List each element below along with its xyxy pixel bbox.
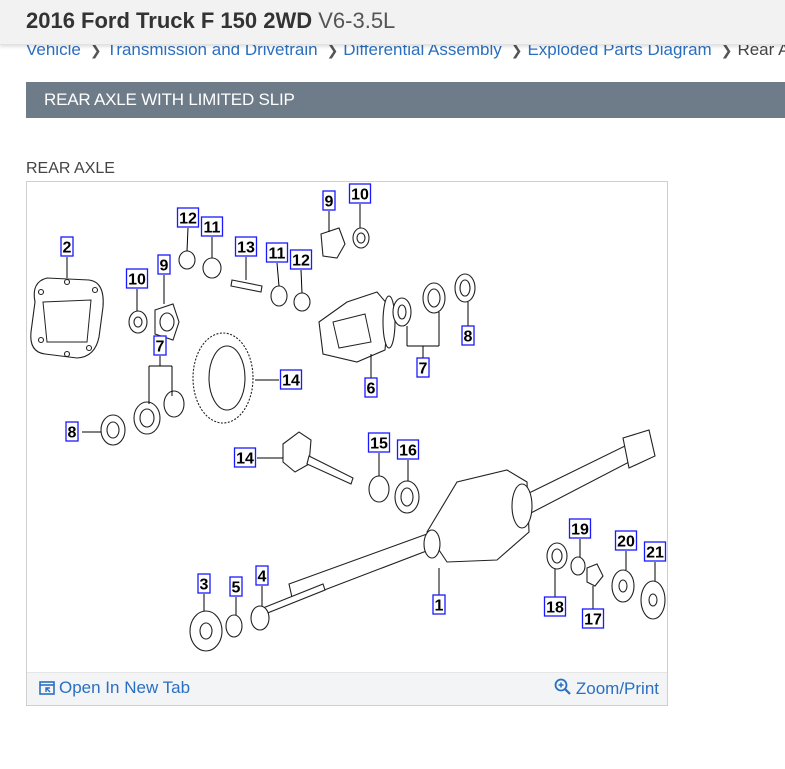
- callout-number: 14: [282, 373, 300, 390]
- part-differential-case: [318, 291, 396, 363]
- callout-number: 4: [258, 569, 267, 586]
- part-bearings-right: [392, 273, 476, 327]
- callout-number: 2: [63, 240, 72, 257]
- part-axle-housing: [288, 429, 656, 603]
- callout-number: 12: [292, 253, 310, 270]
- callout-20[interactable]: 20: [614, 530, 638, 551]
- callout-12[interactable]: 12: [289, 249, 313, 270]
- callout-number: 3: [200, 577, 209, 594]
- callout-5[interactable]: 5: [229, 576, 243, 597]
- callout-8[interactable]: 8: [461, 325, 475, 346]
- zoom-print-button[interactable]: Zoom/Print: [554, 678, 659, 699]
- callout-number: 9: [325, 194, 334, 211]
- callout-number: 10: [351, 187, 369, 204]
- callout-11[interactable]: 11: [200, 216, 224, 237]
- callout-15[interactable]: 15: [367, 432, 391, 453]
- callout-9[interactable]: 9: [322, 190, 336, 211]
- callout-number: 16: [399, 443, 417, 460]
- callout-14[interactable]: 14: [233, 447, 257, 468]
- part-wheel-hub-right: [546, 542, 666, 620]
- callout-number: 6: [367, 381, 376, 398]
- diagram-footer: Open In New Tab Zoom/Print: [27, 672, 667, 705]
- callout-number: 1: [435, 598, 444, 615]
- part-pinion-gear: [282, 431, 420, 514]
- callout-number: 9: [160, 258, 169, 275]
- leader-lines: [66, 204, 656, 615]
- callout-17[interactable]: 17: [581, 608, 605, 629]
- callout-number: 13: [237, 240, 255, 257]
- callout-18[interactable]: 18: [543, 596, 567, 617]
- callout-number: 15: [370, 436, 388, 453]
- open-new-tab-icon: [39, 681, 55, 695]
- callout-16[interactable]: 16: [396, 439, 420, 460]
- callout-14[interactable]: 14: [279, 369, 303, 390]
- chevron-right-icon: ❯: [326, 42, 339, 58]
- callout-number: 5: [232, 580, 241, 597]
- callout-12[interactable]: 12: [176, 207, 200, 228]
- callout-1[interactable]: 1: [432, 594, 446, 615]
- callout-13[interactable]: 13: [234, 236, 258, 257]
- callout-10[interactable]: 10: [125, 268, 149, 289]
- part-bearings-left: [100, 390, 185, 446]
- callout-number: 12: [179, 211, 197, 228]
- open-in-new-tab-button[interactable]: Open In New Tab: [39, 678, 190, 698]
- callout-21[interactable]: 21: [643, 541, 667, 562]
- callout-8[interactable]: 8: [65, 421, 79, 442]
- callout-19[interactable]: 19: [568, 518, 592, 539]
- callout-10[interactable]: 10: [348, 183, 372, 204]
- callout-number: 11: [269, 246, 286, 263]
- part-ring-gear: [192, 332, 254, 424]
- part-axle-shaft: [189, 583, 326, 652]
- exploded-parts-diagram[interactable]: 1234567788991010111112121314141516171819…: [27, 182, 667, 672]
- callout-number: 17: [584, 612, 602, 629]
- part-differential-cover: [30, 277, 104, 359]
- vehicle-title: 2016 Ford Truck F 150 2WD: [26, 8, 313, 33]
- callout-7[interactable]: 7: [153, 335, 167, 356]
- callout-2[interactable]: 2: [60, 236, 74, 257]
- chevron-right-icon: ❯: [720, 42, 733, 58]
- page-title: 2016 Ford Truck F 150 2WD V6-3.5L: [26, 8, 395, 34]
- callout-number: 18: [546, 600, 564, 617]
- callout-number: 11: [204, 220, 221, 237]
- callout-number: 14: [236, 451, 254, 468]
- callout-number: 21: [646, 545, 664, 562]
- callout-3[interactable]: 3: [197, 573, 211, 594]
- open-in-new-tab-label: Open In New Tab: [59, 678, 191, 697]
- callout-4[interactable]: 4: [255, 565, 269, 586]
- callout-number: 10: [128, 272, 146, 289]
- section-banner: REAR AXLE WITH LIMITED SLIP: [26, 82, 785, 118]
- diagram-label: REAR AXLE: [26, 160, 115, 177]
- callout-number: 19: [571, 522, 589, 539]
- callout-number: 7: [419, 361, 428, 378]
- part-side-gears: [128, 227, 370, 341]
- vehicle-header: 2016 Ford Truck F 150 2WD V6-3.5L: [0, 0, 785, 45]
- chevron-right-icon: ❯: [89, 42, 102, 58]
- callout-7[interactable]: 7: [416, 357, 430, 378]
- chevron-right-icon: ❯: [510, 42, 523, 58]
- zoom-in-icon: [554, 678, 571, 695]
- callout-11[interactable]: 11: [265, 242, 289, 263]
- zoom-print-label: Zoom/Print: [575, 679, 659, 698]
- callout-6[interactable]: 6: [364, 377, 378, 398]
- callout-number: 8: [68, 425, 77, 442]
- callout-number: 20: [617, 534, 635, 551]
- callout-number: 8: [464, 329, 473, 346]
- callout-9[interactable]: 9: [157, 254, 171, 275]
- callout-number: 7: [156, 339, 165, 356]
- engine-label: V6-3.5L: [318, 8, 396, 33]
